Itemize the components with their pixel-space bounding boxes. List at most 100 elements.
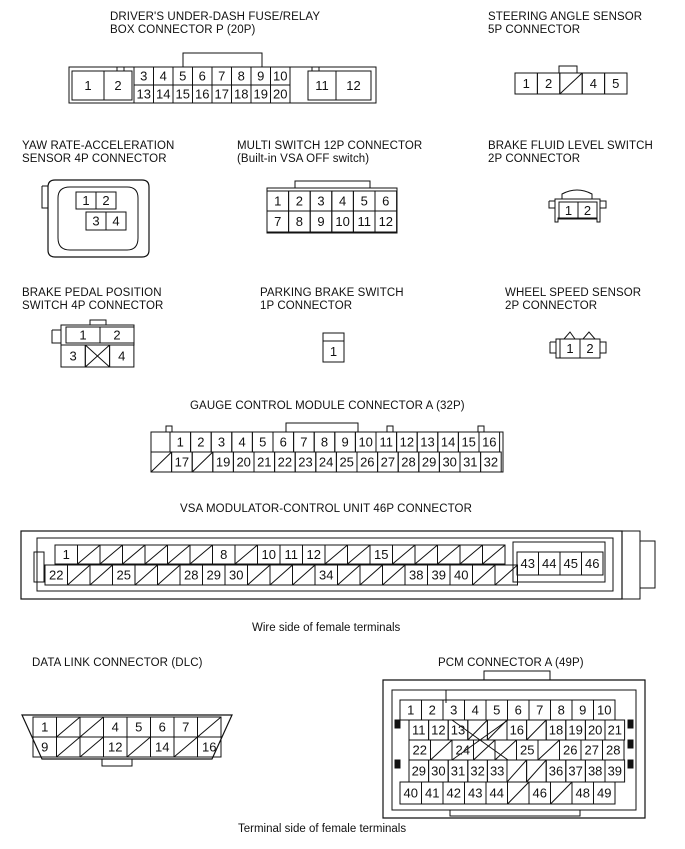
fuse-cell <box>103 70 133 101</box>
label-line: 2P CONNECTOR <box>488 152 581 165</box>
pcm-terminal-number: 48 <box>576 786 590 801</box>
gauge-terminal-number: 24 <box>319 455 333 470</box>
pcm-terminal-number: 10 <box>597 703 611 718</box>
vsa-unused-mark <box>99 544 123 565</box>
pcm-unused-mark <box>430 739 453 761</box>
vsa-terminal-number: 40 <box>454 568 468 583</box>
dlc-connector-outline <box>21 714 233 767</box>
label-line: BRAKE PEDAL POSITION <box>22 287 162 299</box>
label-line: DRIVER'S UNDER-DASH FUSE/RELAY <box>110 11 321 23</box>
multi-terminal-number: 3 <box>317 194 324 209</box>
pcm-connector-label: PCM CONNECTOR A (49P) <box>438 657 584 669</box>
vsa-unit-label: VSA MODULATOR-CONTROL UNIT 46P CONNECTOR <box>180 503 472 515</box>
multi-terminal-number: 2 <box>296 194 303 209</box>
pcm-terminal-number: 26 <box>563 743 577 758</box>
pcm-terminal-number: 39 <box>608 764 622 779</box>
brakepedal-terminal-number: 2 <box>113 328 120 343</box>
gauge-terminal-number: 21 <box>257 455 271 470</box>
steer-connector-outline <box>514 65 628 95</box>
brakepedal-unused-mark <box>84 344 110 368</box>
wheel-connector-outline <box>549 331 607 359</box>
vsa-terminal-number: 1 <box>63 547 70 562</box>
brakepedal-cell <box>109 344 135 368</box>
vsa-unused-mark <box>234 544 258 565</box>
dlc-terminal-number: 6 <box>159 720 166 735</box>
pcm-terminal-number: 36 <box>549 764 563 779</box>
vsa-terminal-number: 46 <box>585 556 599 571</box>
gauge-terminal-number: 20 <box>236 455 250 470</box>
label-line: BOX CONNECTOR P (20P) <box>110 23 256 36</box>
pcm-unused-mark <box>467 719 488 741</box>
pcm-terminal-number: 30 <box>431 764 445 779</box>
vsa-terminal-number: 11 <box>285 547 299 562</box>
vsa-terminal-number: 22 <box>49 568 63 583</box>
pcm-terminal-number: 7 <box>536 703 543 718</box>
dlc-unused-mark <box>173 736 198 758</box>
brakefluid-terminal-number: 1 <box>565 203 572 218</box>
dlc-unused-mark <box>79 716 104 738</box>
vsa-cell <box>482 544 506 565</box>
dlc-terminal-number: 9 <box>41 740 48 755</box>
pcm-terminal-number: 9 <box>579 703 586 718</box>
vsa-unused-mark <box>157 564 181 586</box>
vsa-unused-mark <box>482 544 506 565</box>
label-line: MULTI SWITCH 12P CONNECTOR <box>237 140 423 152</box>
steer-terminal-number: 2 <box>545 76 552 91</box>
pcm-terminal-number: 28 <box>606 743 620 758</box>
gauge-unused-mark <box>191 451 214 473</box>
yaw-connector-outline <box>41 179 150 258</box>
vsa-unused-mark <box>167 544 191 565</box>
label-line: 2P CONNECTOR <box>505 299 598 312</box>
dlc-terminal-number: 16 <box>202 740 216 755</box>
wire-side-caption: Wire side of female terminals <box>252 622 401 634</box>
gauge-terminal-number: 29 <box>422 455 436 470</box>
vsa-terminal-number: 34 <box>319 568 333 583</box>
pcm-unused-mark <box>506 759 527 783</box>
pcm-terminal-number: 49 <box>597 786 611 801</box>
vsa-unused-mark <box>292 564 316 586</box>
label-line: SENSOR 4P CONNECTOR <box>22 152 167 165</box>
vsa-terminal-number: 30 <box>229 568 243 583</box>
yaw-terminal-number: 4 <box>112 214 119 229</box>
pcm-terminal-number: 46 <box>533 786 547 801</box>
dlc-cell <box>197 736 222 758</box>
steer-terminal-number: 5 <box>612 76 619 91</box>
pcm-terminal-number: 43 <box>468 786 482 801</box>
pcm-unused-mark <box>494 739 517 761</box>
brakepedal-connector-outline <box>51 319 135 346</box>
label-line: BRAKE FLUID LEVEL SWITCH <box>488 140 653 152</box>
gauge-terminal-number: 13 <box>420 435 434 450</box>
multi-switch-label: MULTI SWITCH 12P CONNECTOR (Built-in VSA… <box>237 140 422 165</box>
vsa-unused-mark <box>337 564 361 586</box>
fuse-terminal-number: 8 <box>238 69 245 84</box>
multi-cell <box>374 210 398 233</box>
fuse-terminal-number: 17 <box>215 87 229 102</box>
dlc-terminal-number: 1 <box>41 720 48 735</box>
steer-unused-mark <box>559 72 583 95</box>
gauge-terminal-number: 19 <box>216 455 230 470</box>
gauge-cell <box>150 431 171 453</box>
pcm-terminal-number: 40 <box>404 786 418 801</box>
vsa-terminal-number: 8 <box>220 547 227 562</box>
gauge-terminal-number: 10 <box>358 435 372 450</box>
gauge-cell <box>480 451 502 473</box>
multi-terminal-number: 7 <box>274 214 281 229</box>
vsa-connector-outline <box>20 530 656 600</box>
vsa-unused-mark <box>382 564 406 586</box>
pcm-terminal-number: 6 <box>515 703 522 718</box>
pcm-terminal-number: 5 <box>493 703 500 718</box>
pcm-terminal-number: 22 <box>413 743 427 758</box>
pcm-terminal-number: 19 <box>568 723 582 738</box>
fuse-terminal-number: 20 <box>273 87 287 102</box>
pcm-unused-mark <box>473 739 496 761</box>
yaw-cell <box>95 191 117 210</box>
fuse-terminal-number: 16 <box>195 87 209 102</box>
gauge-terminal-number: 2 <box>197 435 204 450</box>
fuse-terminal-number: 10 <box>273 69 287 84</box>
fuse-terminal-number: 19 <box>254 87 268 102</box>
parking-brake-switch-label: PARKING BRAKE SWITCH 1P CONNECTOR <box>260 287 404 312</box>
gauge-terminal-number: 12 <box>400 435 414 450</box>
gauge-terminal-number: 15 <box>461 435 475 450</box>
fuse-cell <box>335 70 372 101</box>
pcm-unused-mark <box>526 719 547 741</box>
